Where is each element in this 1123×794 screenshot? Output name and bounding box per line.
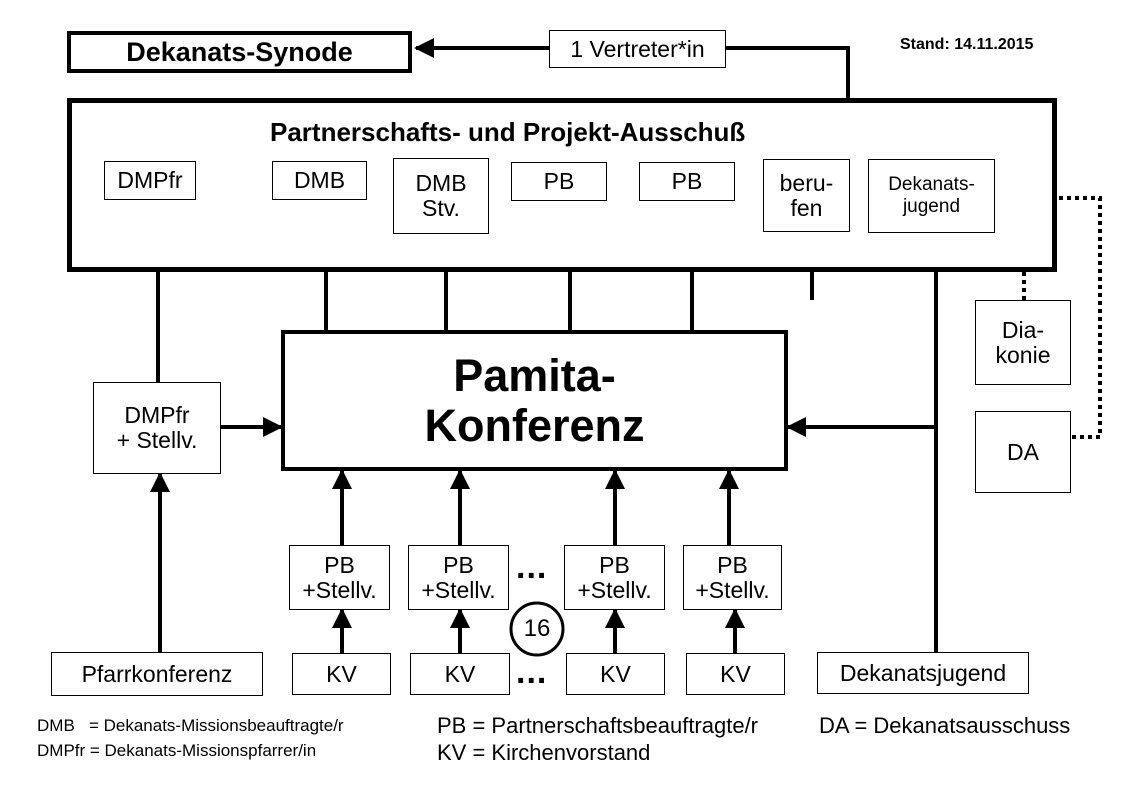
member-dmb: DMB [272,161,367,200]
legend-kv: KV = Kirchenvorstand [437,740,651,765]
member-dmb-stv: DMB Stv. [393,158,489,234]
ellipsis-lower: ... [516,653,548,691]
member-pb-1: PB [511,162,607,201]
arrow-to-synode [726,46,850,98]
dekanatsjugend-box: Dekanatsjugend [817,652,1029,694]
pfarrkonferenz-box: Pfarrkonferenz [51,652,263,696]
kv-box-1: KV [292,653,391,695]
dmpfr-stellv-box: DMPfr + Stellv. [93,382,221,474]
member-dmpfr: DMPfr [104,161,196,200]
count-label: 16 [523,615,551,642]
committee-title: Partnerschafts- und Projekt-Ausschuß [270,117,746,147]
legend-dmpfr: DMPfr = Dekanats-Missionspfarrer/in [37,741,317,760]
kv-box-3: KV [566,653,665,695]
konferenz-box: Pamita- Konferenz [281,330,788,471]
synode-box: Dekanats-Synode [67,31,412,73]
pb-stellv-3: PB +Stellv. [564,545,665,610]
diakonie-box: Dia- konie [975,300,1071,385]
count-circle [509,601,565,657]
pb-stellv-4: PB +Stellv. [683,545,782,610]
member-dekanatsjugend: Dekanats- jugend [868,159,995,233]
stand-label: Stand: 14.11.2015 [900,36,1034,53]
pb-stellv-1: PB +Stellv. [289,545,390,610]
pb-stellv-2: PB +Stellv. [408,545,509,610]
legend-pb: PB = Partnerschaftsbeauftragte/r [437,713,759,738]
vertreter-box: 1 Vertreter*in [549,30,726,68]
kv-box-2: KV [410,653,510,695]
member-pb-2: PB [639,162,735,201]
member-berufen: beru- fen [763,159,850,232]
ellipsis-upper: ... [516,548,548,586]
da-box: DA [975,411,1071,493]
dotted-da-to-committee [1020,188,1102,439]
kv-box-4: KV [686,653,785,695]
legend-da: DA = Dekanatsausschuss [819,713,1071,738]
legend-dmb: DMB = Dekanats-Missionsbeauftragte/r [37,716,344,735]
